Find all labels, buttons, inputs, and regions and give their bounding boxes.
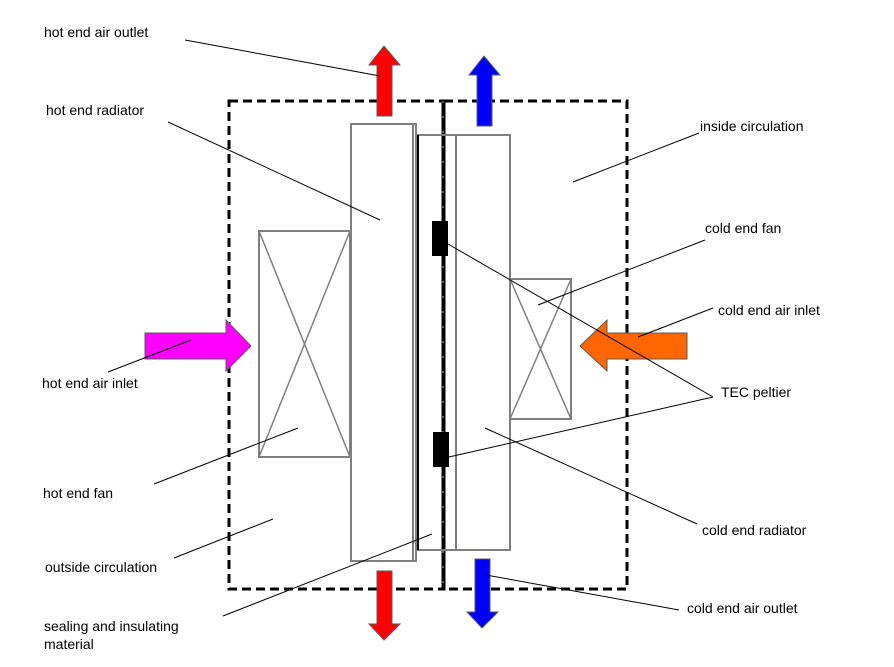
leader-tec-peltier-bottom xyxy=(448,396,714,458)
hot-end-fan-cross-b xyxy=(258,230,351,458)
hot-end-bottom-outlet-arrow xyxy=(367,570,402,641)
label-outside-circulation: outside circulation xyxy=(45,559,157,575)
sealing-insulating-plate xyxy=(417,134,457,551)
tec-peltier-module-bottom xyxy=(433,432,449,467)
leader-hot-end-air-inlet xyxy=(107,339,192,373)
label-cold-end-fan: cold end fan xyxy=(705,220,781,236)
leader-cold-end-air-inlet xyxy=(637,307,714,338)
leader-inside-circulation xyxy=(572,132,700,183)
cold-end-air-inlet-arrow xyxy=(579,318,688,373)
label-hot-end-fan: hot end fan xyxy=(43,485,113,501)
cold-end-fan-cross-b xyxy=(509,278,572,420)
leader-tec-peltier-top xyxy=(447,243,714,398)
leader-sealing-material xyxy=(222,533,433,617)
label-tec-peltier: TEC peltier xyxy=(721,384,791,400)
leader-hot-end-radiator xyxy=(167,121,381,221)
label-hot-end-air-outlet: hot end air outlet xyxy=(44,24,148,40)
label-sealing-material-line1: sealing and insulating xyxy=(44,618,179,634)
leader-hot-end-air-outlet xyxy=(184,39,381,77)
label-cold-end-air-inlet: cold end air inlet xyxy=(718,302,820,318)
leader-cold-end-air-outlet xyxy=(485,574,680,611)
label-cold-end-air-outlet: cold end air outlet xyxy=(687,600,798,616)
hot-end-air-inlet-arrow xyxy=(144,318,252,373)
hot-end-air-outlet-arrow xyxy=(367,45,402,117)
outside-circulation-enclosure xyxy=(227,99,446,591)
leader-hot-end-fan xyxy=(153,427,299,485)
label-sealing-material-line2: material xyxy=(44,636,94,652)
leader-cold-end-fan xyxy=(537,239,706,306)
label-hot-end-radiator: hot end radiator xyxy=(46,102,144,118)
cold-end-fan xyxy=(509,278,572,420)
hot-end-fan xyxy=(258,230,351,458)
leader-cold-end-radiator xyxy=(484,427,698,525)
hot-end-radiator xyxy=(350,123,414,562)
label-inside-circulation: inside circulation xyxy=(700,118,804,134)
leader-outside-circulation xyxy=(173,518,274,559)
cold-end-air-outlet-top-arrow xyxy=(467,55,502,127)
hot-end-radiator-base xyxy=(412,123,417,562)
tec-peltier-module-top xyxy=(432,221,448,256)
label-hot-end-air-inlet: hot end air inlet xyxy=(42,375,138,391)
label-cold-end-radiator: cold end radiator xyxy=(702,522,807,538)
cold-end-radiator xyxy=(455,134,511,551)
cold-end-air-outlet-arrow xyxy=(465,558,500,629)
